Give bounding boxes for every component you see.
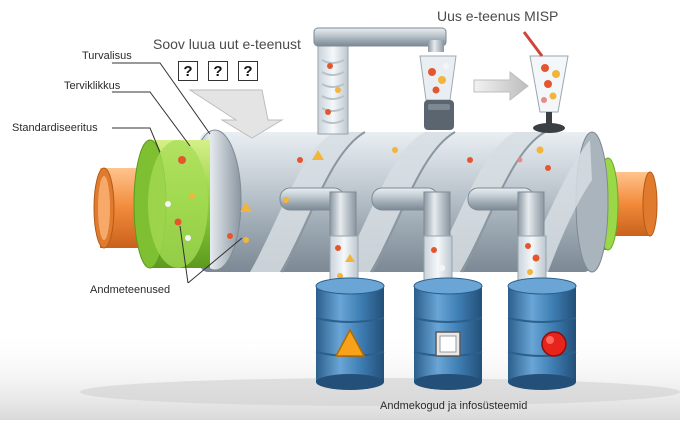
circle-symbol-icon bbox=[541, 331, 567, 357]
question-mark-box-3: ? bbox=[238, 61, 258, 81]
outlet-2 bbox=[371, 187, 453, 291]
database-barrel-1 bbox=[315, 277, 385, 390]
label-standardiseeritus: Standardiseeritus bbox=[12, 122, 98, 134]
outlet-1 bbox=[279, 187, 359, 291]
faucet-pipe bbox=[313, 27, 447, 135]
output-arrow bbox=[473, 70, 529, 102]
left-collar bbox=[133, 129, 324, 271]
blender-icon bbox=[419, 55, 457, 130]
label-result: Uus e-teenus MISP bbox=[437, 8, 559, 24]
intake-arrow bbox=[188, 89, 284, 139]
label-andmeteenused: Andmeteenused bbox=[90, 284, 171, 296]
database-barrel-3 bbox=[507, 277, 577, 390]
leader-lines bbox=[112, 62, 243, 284]
question-mark-box-2: ? bbox=[208, 61, 228, 81]
question-mark-box-1: ? bbox=[178, 61, 198, 81]
dessert-cup-icon bbox=[522, 31, 569, 133]
square-symbol-icon bbox=[435, 331, 461, 357]
triangle-symbol-icon bbox=[334, 328, 366, 357]
label-terviklikkus: Terviklikkus bbox=[64, 80, 121, 92]
label-wish: Soov luua uut e-teenust bbox=[153, 36, 301, 52]
left-orange-pipe bbox=[93, 167, 160, 249]
label-turvalisus: Turvalisus bbox=[82, 50, 132, 62]
label-databases: Andmekogud ja infosüsteemid bbox=[380, 400, 528, 412]
